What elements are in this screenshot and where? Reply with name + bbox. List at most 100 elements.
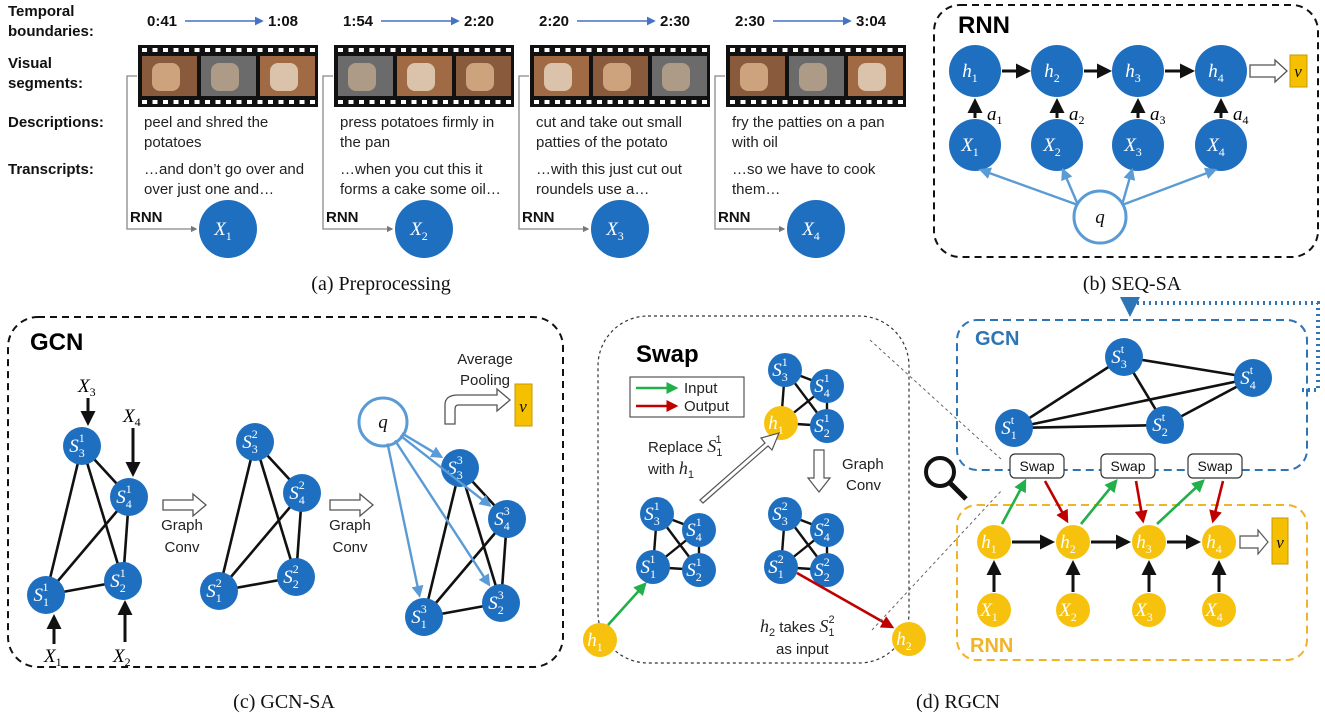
- segment-end-time: 2:30: [660, 13, 690, 30]
- s12-output-arrow: [796, 571, 895, 629]
- film-hole: [278, 100, 284, 104]
- swap-output-arrow: [1209, 480, 1225, 524]
- segment-x-node-circle: [395, 200, 453, 258]
- rgcn-x-node-3-circle: [1132, 593, 1166, 627]
- swap-node-h1-sub: 1: [778, 423, 784, 437]
- rgcn-x-node-2-sub: 2: [1071, 610, 1077, 624]
- segment-transcript-line-1: …with this just cut out: [536, 161, 683, 178]
- rgcn-node-s3-label: S3t: [1111, 342, 1127, 371]
- film-hole: [474, 100, 480, 104]
- graph-node-s1-sup: 2: [216, 576, 222, 590]
- input-sub: 1: [56, 655, 62, 669]
- film-hole: [877, 100, 882, 104]
- graph-edge: [44, 445, 84, 596]
- swap-node-s4-circle: [810, 369, 844, 403]
- swap-node-s2-label: S22: [814, 555, 830, 584]
- film-hole: [772, 48, 777, 52]
- film-hole: [380, 48, 385, 52]
- rgcn-h-node-2-sub: 2: [1070, 542, 1076, 556]
- film-hole: [278, 48, 284, 52]
- segment-start-time: 1:54: [343, 13, 374, 30]
- h2-output-node-circle: [892, 622, 926, 656]
- film-hole: [772, 100, 777, 104]
- swap-node-s3-sub: 3: [782, 514, 788, 528]
- rgcn-rnn-box: [956, 504, 1308, 661]
- h-node-3-sub: 3: [1135, 71, 1141, 85]
- h-node-2-circle: [1031, 45, 1083, 97]
- rgcn-h-node-1-sub: 1: [991, 542, 997, 556]
- segment-x-node-circle: [591, 200, 649, 258]
- film-hole: [586, 100, 592, 104]
- rnn-label: RNN: [326, 209, 359, 226]
- film-hole: [422, 100, 427, 104]
- film-hole: [824, 100, 830, 104]
- rgcn-node-s1-circle: [995, 409, 1033, 447]
- graph-node-s4-sup: 2: [299, 478, 305, 492]
- swap-node-s4-sub: 4: [824, 386, 830, 400]
- swap-graph-conv-label-a: Graph: [842, 456, 884, 473]
- swap-node-s2: S22: [810, 553, 844, 587]
- film-hole: [338, 48, 343, 52]
- film-hole: [485, 48, 490, 52]
- rgcn-graph-edge: [1123, 355, 1254, 380]
- film-hole: [534, 48, 539, 52]
- graph-node-s4: S42: [283, 474, 321, 512]
- graph-conv-label-2a: Graph: [329, 517, 371, 534]
- swap-box: [597, 315, 910, 664]
- film-hole: [702, 48, 707, 52]
- segment-start-time: 2:20: [539, 13, 569, 30]
- swap-node-s4-label: S41: [814, 371, 830, 400]
- film-hole: [761, 48, 767, 52]
- graph-node-s4-label: S43: [494, 504, 510, 533]
- swap-label-1: Swap: [1019, 458, 1054, 474]
- film-hole: [639, 48, 644, 52]
- film-hole: [814, 48, 819, 52]
- swap-node-s1-circle: [764, 550, 798, 584]
- video-frame-detail: [662, 63, 690, 91]
- rgcn-h-node-2: h2: [1056, 525, 1090, 559]
- film-hole: [173, 100, 179, 104]
- graph-conv-arrow-1: [162, 492, 208, 518]
- segment-x-node: X4: [787, 200, 845, 258]
- takes-s-symbol: S: [819, 616, 828, 636]
- segment-transcript-line-1: …and don’t go over and: [144, 161, 304, 178]
- swap-node-s1-label: S12: [768, 552, 784, 581]
- graph-node-s1-label: S13: [411, 602, 427, 631]
- film-hole: [247, 100, 252, 104]
- legend-output-label: Output: [684, 398, 730, 415]
- graph-node-s2-circle: [482, 584, 520, 622]
- graph-node-s4: S43: [488, 500, 526, 538]
- rnn-label: RNN: [718, 209, 751, 226]
- attention-weight-sub: 2: [1079, 113, 1085, 127]
- film-hole: [887, 100, 893, 104]
- graph-edge: [80, 445, 125, 582]
- attention-weight-label: a2: [1069, 104, 1085, 127]
- replace-arrow: [699, 432, 781, 504]
- x-node-4-circle: [1195, 119, 1247, 171]
- graph-node-s1-sub: 1: [216, 591, 222, 605]
- film-hole: [226, 100, 231, 104]
- graph-node-s3-sup: 2: [252, 427, 258, 441]
- graph-node-s2: S23: [482, 584, 520, 622]
- graph-edge: [253, 441, 298, 578]
- film-hole: [761, 100, 767, 104]
- h1-input-node-circle: [583, 623, 617, 657]
- replace-label-2: with h1: [647, 458, 694, 481]
- rgcn-x-node-1-circle: [977, 593, 1011, 627]
- film-hole: [803, 100, 809, 104]
- segment-x-node: X2: [395, 200, 453, 258]
- video-frame-detail: [544, 63, 572, 91]
- swap-node-s4-sup: 2: [824, 515, 830, 529]
- row-label-descriptions: Descriptions:: [8, 114, 104, 131]
- film-hole: [649, 48, 655, 52]
- graph-node-s2-label: S21: [110, 566, 126, 595]
- rgcn-node-s4: S4t: [1234, 359, 1272, 397]
- rgcn-x-node-3-sub: 3: [1147, 610, 1153, 624]
- x-node-1-circle: [949, 119, 1001, 171]
- rgcn-node-s3: S3t: [1105, 338, 1143, 376]
- swap-node-s2-sub: 2: [696, 570, 702, 584]
- film-hole: [607, 48, 613, 52]
- panel-d-rgcn: Swap InputOutputS21S31S41S11S21S31S41h1S…: [583, 297, 1320, 713]
